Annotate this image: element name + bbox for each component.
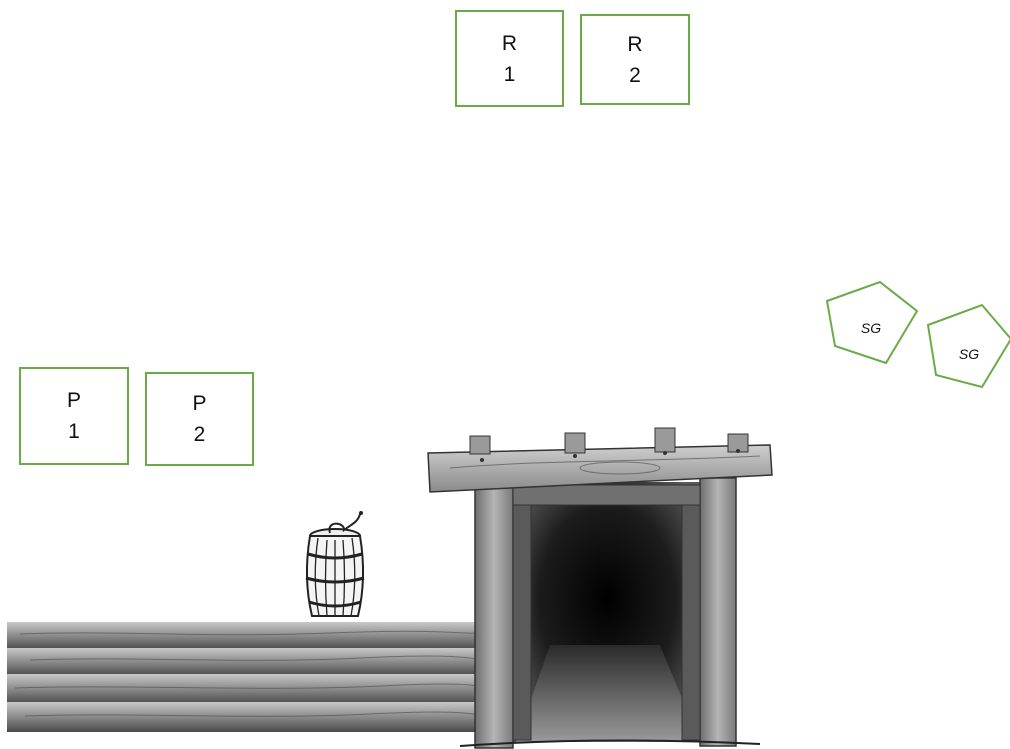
card-p1-letter: P <box>67 385 81 416</box>
card-p1[interactable]: P 1 <box>19 367 129 465</box>
mine-entrance-image <box>420 420 780 749</box>
card-p2-number: 2 <box>194 419 206 450</box>
card-r1[interactable]: R 1 <box>455 10 564 107</box>
card-r2-letter: R <box>627 29 642 60</box>
card-p2[interactable]: P 2 <box>145 372 254 466</box>
card-p2-letter: P <box>192 388 206 419</box>
card-r2[interactable]: R 2 <box>580 14 690 105</box>
barrel-image <box>300 508 370 623</box>
card-r1-letter: R <box>502 28 517 59</box>
card-p1-number: 1 <box>68 416 80 447</box>
sg-gem-1[interactable]: SG <box>823 279 919 365</box>
sg-gem-1-label: SG <box>861 320 881 336</box>
sg-gem-2[interactable]: SG <box>926 303 1010 389</box>
card-r2-number: 2 <box>629 60 641 91</box>
sg-gem-2-label: SG <box>959 346 979 362</box>
card-r1-number: 1 <box>504 59 516 90</box>
